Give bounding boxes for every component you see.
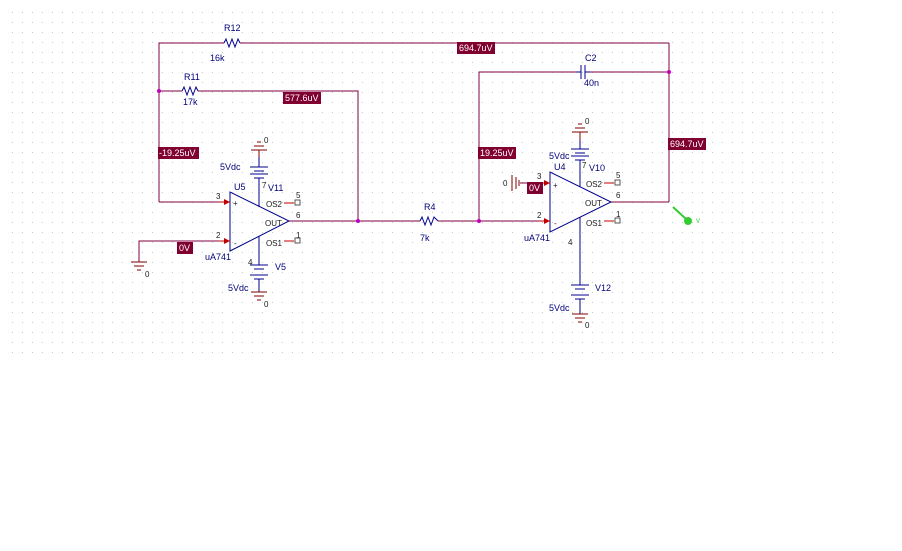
u4-pin-3: 3 <box>537 172 542 181</box>
source-u4-value: 0 <box>503 179 508 188</box>
u5-name: U5 <box>234 182 246 192</box>
voltage-tag-r11-node[interactable]: 577.6uV <box>283 92 321 104</box>
source-v11[interactable]: V11 5Vdc <box>220 157 283 196</box>
ground-u5-input: 0 <box>131 261 150 279</box>
v12-name: V12 <box>595 283 611 293</box>
u5-plus-pin: + <box>233 199 238 208</box>
ground-u5-bottom: 0 <box>251 291 269 309</box>
voltage-tag-u4-inverting[interactable]: 19.25uV <box>478 147 516 159</box>
v5-name: V5 <box>275 262 286 272</box>
source-u4-input[interactable]: 0 <box>503 175 520 191</box>
u4-name: U4 <box>554 162 566 172</box>
source-v5[interactable]: V5 5Vdc <box>228 248 286 293</box>
r4-name: R4 <box>424 202 436 212</box>
voltage-u4-inverting: 19.25uV <box>480 148 514 158</box>
gnd-label-u5-input: 0 <box>145 270 150 279</box>
r12-name: R12 <box>224 23 241 33</box>
u4-out-pin: OUT <box>585 199 602 208</box>
resistor-r4[interactable]: R4 7k <box>419 202 439 243</box>
v10-name: V10 <box>589 163 605 173</box>
voltage-r11-node: 577.6uV <box>285 93 319 103</box>
r12-value: 16k <box>210 53 225 63</box>
u5-os2-pin: OS2 <box>266 200 283 209</box>
u4-pin-2: 2 <box>537 211 542 220</box>
u5-pin-7: 7 <box>262 181 267 190</box>
c2-name: C2 <box>585 53 597 63</box>
voltage-output: 694.7uV <box>670 139 704 149</box>
r11-value: 17k <box>183 97 198 107</box>
u4-pin-6: 6 <box>616 191 621 200</box>
v11-value: 5Vdc <box>220 162 241 172</box>
u4-minus-pin: - <box>554 219 557 228</box>
v12-value: 5Vdc <box>549 303 570 313</box>
u5-pin-6: 6 <box>296 211 301 220</box>
u4-pin-5: 5 <box>616 171 621 180</box>
voltage-tag-u5-noninverting[interactable]: 0V <box>177 242 193 254</box>
c2-value: 40n <box>584 78 599 88</box>
ground-u4-top: 0 <box>572 117 590 140</box>
u5-model: uA741 <box>205 252 231 262</box>
voltage-top-wire: 694.7uV <box>459 43 493 53</box>
v5-value: 5Vdc <box>228 283 249 293</box>
opamp-u4[interactable]: + - 3 2 6 OUT OS2 OS1 5 1 7 4 U4 uA741 <box>524 161 621 285</box>
grid-area <box>10 8 840 354</box>
r4-value: 7k <box>420 233 430 243</box>
opamp-u5[interactable]: + - 3 2 6 OUT OS2 OS1 5 1 7 4 U5 uA741 <box>205 181 301 267</box>
u4-pin-7: 7 <box>582 161 587 170</box>
u5-pin-1: 1 <box>296 231 301 240</box>
gnd-label-u5-bottom: 0 <box>264 300 269 309</box>
v10-value: 5Vdc <box>549 151 570 161</box>
resistor-r11[interactable]: R11 17k <box>181 72 200 107</box>
u5-pin-5: 5 <box>296 191 301 200</box>
voltage-tag-output[interactable]: 694.7uV <box>668 138 706 150</box>
u5-minus-pin: - <box>234 239 237 248</box>
u5-out-pin: OUT <box>265 219 282 228</box>
ground-u5-top: 0 <box>251 136 269 157</box>
ground-u4-bottom: 0 <box>572 313 590 330</box>
u4-model: uA741 <box>524 233 550 243</box>
voltage-probe-marker[interactable]: V <box>672 206 700 225</box>
u4-plus-pin: + <box>553 181 558 190</box>
capacitor-c2[interactable]: C2 40n <box>576 53 599 88</box>
gnd-label-u4-bottom: 0 <box>585 321 590 330</box>
u5-pin-2: 2 <box>216 231 221 240</box>
gnd-label-u5-top: 0 <box>264 136 269 145</box>
voltage-u4-noninverting: 0V <box>529 183 540 193</box>
v11-name: V11 <box>268 183 283 193</box>
probe-marker-label: V <box>696 219 700 225</box>
resistor-r12[interactable]: R12 16k <box>210 23 241 63</box>
junctions <box>157 70 671 223</box>
u5-pin-4: 4 <box>248 258 253 267</box>
voltage-tag-top-wire[interactable]: 694.7uV <box>457 42 495 54</box>
u5-pin-3: 3 <box>216 192 221 201</box>
u4-os2-pin: OS2 <box>586 180 603 189</box>
u4-os1-pin: OS1 <box>586 219 603 228</box>
gnd-label-u4-top: 0 <box>585 117 590 126</box>
voltage-u5-noninverting: 0V <box>179 243 190 253</box>
r11-name: R11 <box>184 72 200 82</box>
u4-pin-1: 1 <box>616 210 621 219</box>
source-v12[interactable]: V12 5Vdc <box>549 283 611 314</box>
u5-os1-pin: OS1 <box>266 239 283 248</box>
source-v10[interactable]: V10 5Vdc <box>549 140 605 176</box>
u4-pin-4: 4 <box>568 238 573 247</box>
voltage-tag-u4-noninverting[interactable]: 0V <box>527 182 543 194</box>
voltage-u5-inverting: -19.25uV <box>159 148 196 158</box>
voltage-tag-u5-inverting[interactable]: -19.25uV <box>158 147 199 159</box>
